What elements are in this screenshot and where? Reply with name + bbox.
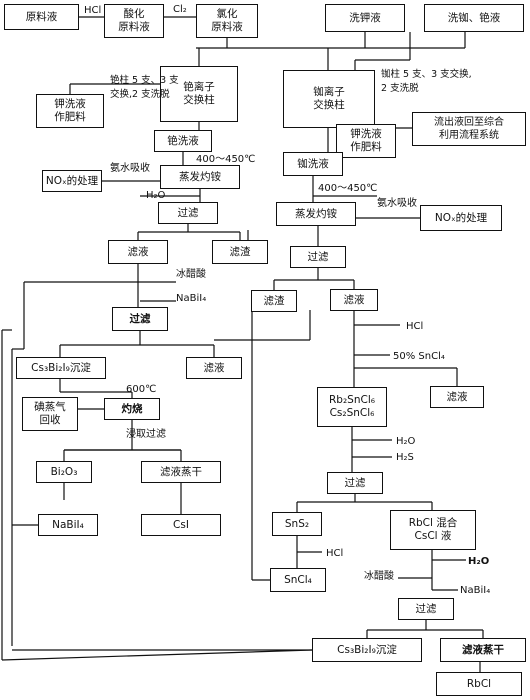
label-nabii4-reagent-left: NaBiI₄ [176,293,207,304]
label-glacial-acetic-right: 冰醋酸 [364,571,394,582]
node-filter-right-2: 过滤 [327,472,383,494]
label-rb-column-note: 铷柱 5 支、3 支交换, 2 支洗脱 [381,69,472,94]
label-temp-right: 400～450℃ [318,183,378,194]
label-leach-filter: 浸取过滤 [126,429,166,440]
label-temp-left: 400～450℃ [196,154,256,165]
node-iodine-recovery: 碘蒸气 回收 [22,397,78,431]
node-cs-eluate: 铯洗液 [154,130,212,152]
node-filtrate-left: 滤液 [108,240,168,264]
node-filter-left-1: 过滤 [158,202,218,224]
node-nox-right: NOₓ的处理 [420,205,502,231]
node-rb-cs-snc-salts: Rb₂SnCl₆ Cs₂SnCl₆ [317,387,387,427]
node-k-wash-liquid: 洗钾液 [325,4,405,32]
label-water-right-2: H₂O [468,556,490,567]
node-filter-right-3: 过滤 [398,598,454,620]
node-filtrate-right-2: 滤液 [430,386,484,408]
node-sncl4: SnCl₄ [270,568,326,592]
label-hcl-right: HCl [406,321,424,332]
node-effluent-return: 流出液回至综合 利用流程系统 [412,112,526,146]
node-bi2o3: Bi₂O₃ [36,461,92,483]
node-cs-exchange-column: 铯离子 交换柱 [160,66,238,122]
label-nabii4-reagent-right: NaBiI₄ [460,585,491,596]
node-filter-left-2: 过滤 [112,307,168,331]
node-calcine: 灼烧 [104,398,160,420]
node-rb-cs-wash-liquid: 洗铷、铯液 [424,4,524,32]
node-rbcl: RbCl [436,672,522,696]
node-acidify: 酸化 原料液 [104,4,164,38]
label-cs-column-note: 铯柱 5 支、3 支 交换,2 支洗脱 [110,75,179,100]
node-evaporate-right: 蒸发灼铵 [276,202,356,226]
node-k-wash-fertilizer-right: 钾洗液 作肥料 [336,124,396,158]
node-raw-liquid: 原料液 [4,4,79,30]
node-residue-right: 滤渣 [251,290,297,312]
node-filtrate-right: 滤液 [330,289,378,311]
node-nox-left: NOₓ的处理 [42,170,102,192]
node-cs-precipitate: Cs₃Bi₂I₉沉淀 [16,357,106,379]
label-sncl4-50: 50% SnCl₄ [393,351,445,362]
node-k-wash-fertilizer-left: 钾洗液 作肥料 [36,94,104,128]
node-filtrate-evaporate-left: 滤液蒸干 [141,461,221,483]
node-filtrate-left-2: 滤液 [186,357,242,379]
node-snS2: SnS₂ [272,512,322,536]
label-ammonia-right: 氨水吸收 [377,198,417,209]
node-nabii4-left: NaBiI₄ [38,514,98,536]
label-temp-600: 600℃ [126,384,157,395]
label-hcl-right-2: HCl [326,548,344,559]
label-h2s: H₂S [396,452,414,463]
node-filter-right-1: 过滤 [290,246,346,268]
label-ammonia-left: 氨水吸收 [110,163,150,174]
node-rbcl-cscl-mix: RbCl 混合 CsCl 液 [390,510,476,550]
label-glacial-acetic-left: 冰醋酸 [176,269,206,280]
node-filtrate-evaporate-right: 滤液蒸干 [440,638,526,662]
connector-line [1,649,313,661]
node-csi: CsI [141,514,221,536]
node-evaporate-left: 蒸发灼铵 [160,165,240,189]
node-chlorinate: 氯化 原料液 [196,4,258,38]
label-cl2: Cl₂ [173,4,187,15]
node-cs-precipitate-bottom: Cs₃Bi₂I₉沉淀 [312,638,422,662]
label-water-left: H₂O [146,190,166,201]
label-hcl-top: HCl [84,5,102,16]
node-rb-exchange-column: 铷离子 交换柱 [283,70,375,128]
label-water-right: H₂O [396,436,416,447]
node-residue-left: 滤渣 [212,240,268,264]
node-rb-eluate: 铷洗液 [283,152,343,176]
